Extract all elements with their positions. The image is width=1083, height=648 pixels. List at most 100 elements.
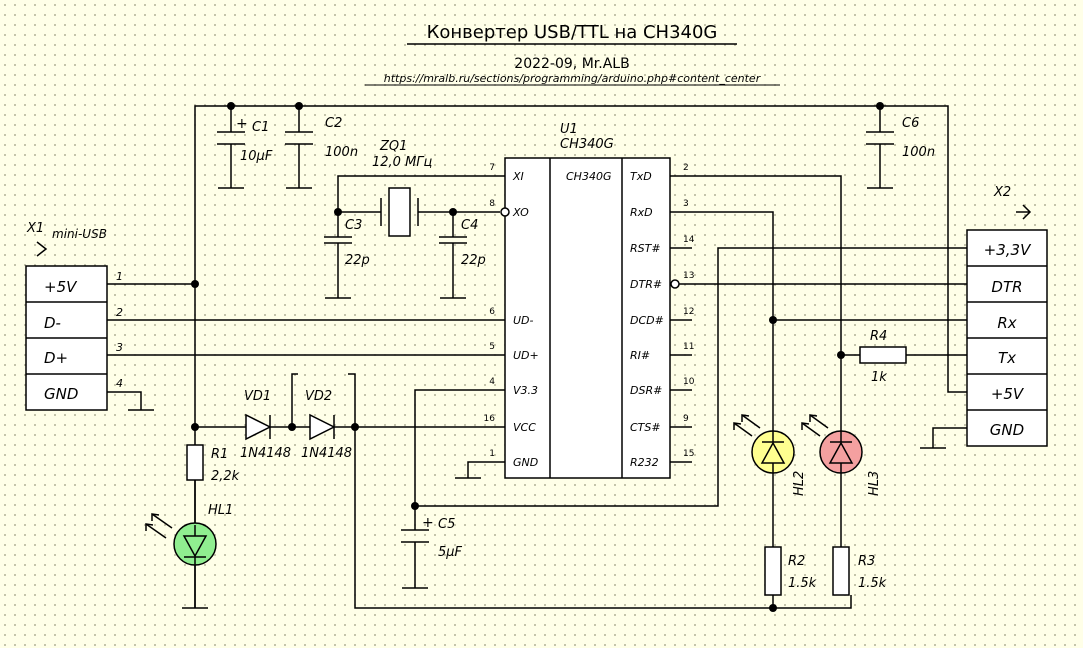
junction-dot [351, 423, 359, 431]
x2-pin-label: GND [990, 421, 1024, 439]
r2-ref: R2 [788, 554, 805, 569]
u1-pin-name: VCC [513, 421, 536, 434]
hl3-ref: HL3 [867, 471, 882, 496]
c3-ref: C3 [345, 218, 362, 233]
u1-pin-name: DSR# [630, 384, 662, 397]
diagram-title: Конвертер USB/TTL на CH340G [427, 22, 718, 43]
wire-vd2-bypass-right [348, 373, 356, 427]
c2-value: 100n [325, 145, 358, 160]
svg-text:+: + [422, 515, 434, 531]
u1-pin-name: DCD# [630, 314, 664, 327]
diode-vd1-icon [245, 413, 272, 441]
diode-vd2: VD2 1N4148 [301, 389, 352, 461]
wire-5v-bus [194, 105, 967, 608]
junction-dot [191, 280, 199, 288]
u1-pin-name: UD- [513, 314, 534, 327]
resistor-r1: R1 2,2k [186, 444, 240, 484]
junction-dot [769, 316, 777, 324]
c6-ref: C6 [902, 116, 919, 131]
c1-value: 10µF [240, 149, 273, 164]
u1-pin-number: 5 [489, 342, 495, 352]
wire-rxd [670, 211, 774, 427]
vd2-ref: VD2 [305, 389, 332, 404]
x1-pin-label: D+ [44, 349, 68, 367]
x2-pin-label: DTR [991, 278, 1022, 296]
r4-value: 1k [871, 370, 887, 385]
u1-pin-name: CTS# [630, 421, 661, 434]
x1-pin-num: 4 [116, 377, 123, 390]
xo-invert-bubble [500, 207, 510, 217]
u1-pin-number: 1 [489, 449, 495, 459]
u1-pin-number: 4 [489, 377, 495, 387]
wire-xi [337, 175, 505, 237]
capacitor-c4: C4 22p [439, 218, 486, 268]
u1-pin-name: UD+ [513, 349, 539, 362]
u1-pin-number: 12 [683, 307, 694, 317]
c3-value: 22p [345, 253, 370, 268]
r3-body [832, 546, 850, 596]
r3-ref: R3 [858, 554, 875, 569]
c1-ref: C1 [252, 120, 269, 135]
u1-pin-name: RI# [630, 349, 650, 362]
capacitor-c2: C2 100n [285, 116, 358, 160]
junction-dot [334, 208, 342, 216]
junctions [191, 102, 884, 612]
junction-dot [449, 208, 457, 216]
u1-pin-number: 6 [489, 307, 495, 317]
wire-v33 [414, 389, 505, 530]
wire-vd2-bypass-left [291, 373, 298, 427]
vd1-value: 1N4148 [240, 446, 291, 461]
x1-pin-num: 1 [116, 270, 123, 283]
junction-dot [837, 351, 845, 359]
r1-body [186, 444, 204, 481]
junction-dot [769, 604, 777, 612]
resistor-r3: R3 1.5k [832, 546, 887, 596]
zq1-ref: ZQ1 [379, 139, 407, 154]
capacitor-c3: C3 22p [324, 218, 370, 268]
u1-pin-number: 11 [683, 342, 694, 352]
x2-pin-label: Tx [998, 349, 1016, 367]
capacitor-c1: + C1 10µF [217, 116, 273, 164]
u1-pin-number: 7 [489, 163, 495, 173]
x1-ref: X1 [26, 221, 44, 236]
chip-u1: U1 CH340G CH340G XI7XO8UD-6UD+5V3.34VCC1… [484, 122, 695, 479]
x1-arrow-icon [36, 241, 48, 257]
junction-dot [295, 102, 303, 110]
u1-pin-number: 13 [683, 271, 694, 281]
u1-pin-name: GND [513, 456, 538, 469]
c5-ref: C5 [438, 517, 455, 532]
r2-value: 1.5k [788, 576, 817, 591]
wire-3v3-out [415, 247, 967, 507]
x1-type: mini-USB [52, 227, 107, 241]
hl1-ref: HL1 [208, 503, 233, 518]
junction-dot [876, 102, 884, 110]
vd1-ref: VD1 [244, 389, 271, 404]
u1-pin-number: 16 [484, 414, 496, 424]
ground-symbols [128, 187, 946, 609]
resistor-r4: R4 1k [859, 329, 907, 385]
u1-pin-name: TxD [630, 170, 652, 183]
r2-body [764, 546, 782, 596]
diagram-subtitle: 2022-09, Mr.ALB [514, 56, 629, 72]
u1-pin-name: RxD [630, 206, 653, 219]
u1-pin-number: 10 [683, 377, 695, 387]
u1-part: CH340G [560, 137, 614, 152]
x1-pin-label: D- [44, 314, 61, 332]
led-hl3: HL3 [801, 414, 882, 496]
u1-pin-number: 2 [683, 163, 689, 173]
u1-pin-name: XO [512, 206, 529, 219]
u1-pins: XI7XO8UD-6UD+5V3.34VCC16GND1TxD2RxD3RST#… [484, 163, 695, 469]
wire-x2-gnd [932, 427, 967, 448]
x2-pin-label: Rx [997, 314, 1016, 332]
crystal-body [388, 187, 411, 237]
x1-pin-num: 3 [116, 341, 123, 354]
r4-body [859, 346, 907, 364]
capacitor-c6: C6 100n [866, 116, 935, 160]
wire-led-bus [354, 427, 852, 609]
diode-vd1: VD1 1N4148 [240, 389, 291, 461]
crystal-zq1: ZQ1 12,0 МГц [372, 139, 433, 237]
junction-dot [191, 423, 199, 431]
wire-x1-gnd [107, 391, 142, 410]
c2-ref: C2 [325, 116, 342, 131]
